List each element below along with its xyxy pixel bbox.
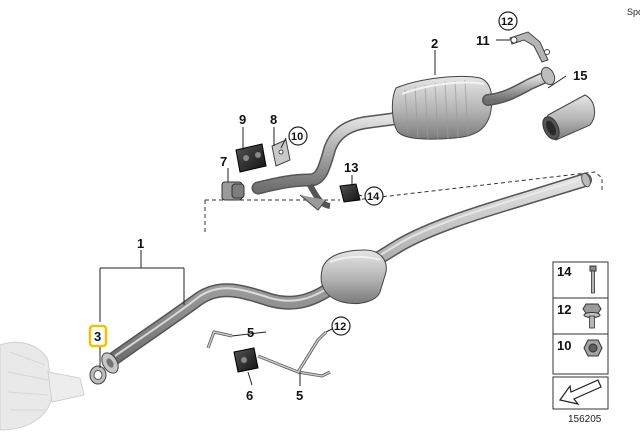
arrow-icon: [558, 379, 602, 405]
callout-label: 15: [573, 68, 587, 83]
callout-1: 1: [137, 236, 144, 251]
catalytic-converter: [320, 249, 387, 305]
diagram-number: 156205: [568, 414, 602, 425]
rear-muffler: [391, 76, 493, 140]
callout-9: 9: [239, 112, 246, 127]
callout-5-upper: 5: [247, 325, 254, 340]
bracket-8: [271, 139, 291, 167]
callout-label: 7: [220, 154, 227, 169]
callout-15: 15: [573, 68, 587, 83]
callout-14-circled: 14: [364, 186, 384, 206]
callout-6: 6: [246, 388, 253, 403]
callout-label: 8: [270, 112, 277, 127]
legend-row-10: 10: [557, 338, 603, 357]
fastener-legend: 14 12 10: [552, 261, 609, 375]
legend-row-12: 12: [557, 302, 602, 329]
callout-5-lower: 5: [296, 388, 303, 403]
engine-manifold-ghost: [0, 341, 85, 431]
direction-arrow-box: [552, 376, 609, 410]
hex-nut-icon: [583, 339, 603, 357]
callout-11: 11: [476, 33, 490, 48]
front-pipe-assembly: [0, 172, 592, 431]
callout-10-circled: 10: [288, 126, 308, 146]
callout-3-highlighted[interactable]: 3: [88, 324, 108, 348]
callout-label: 5: [296, 388, 303, 403]
callout-label: 6: [246, 388, 253, 403]
callout-label: 14: [367, 191, 380, 203]
callout-8: 8: [270, 112, 277, 127]
rubber-hanger-6: [233, 347, 259, 373]
callout-label: 9: [239, 112, 246, 127]
gasket-ring: [89, 365, 107, 385]
callout-label: 3: [94, 329, 101, 344]
callout-12-circled-upper: 12: [498, 11, 518, 31]
legend-label: 14: [557, 264, 572, 279]
callout-label: 12: [501, 16, 513, 28]
rear-pipe-assembly: [204, 31, 603, 232]
legend-label: 12: [557, 302, 571, 317]
rubber-mount-13: [339, 183, 361, 203]
tailpipe-tip: [542, 94, 596, 141]
callout-label: 13: [344, 160, 358, 175]
legend-row-14: 14: [557, 264, 597, 294]
corner-text: Spo: [627, 7, 640, 17]
callout-13: 13: [344, 160, 358, 175]
hanger-bracket-5: [206, 330, 331, 378]
callout-2: 2: [431, 36, 438, 51]
rubber-hanger-9: [235, 143, 267, 173]
callout-label: 1: [137, 236, 144, 251]
callout-label: 11: [476, 33, 490, 48]
front-flange: [101, 352, 119, 374]
rubber-mount-7: [221, 181, 245, 201]
bolt-icon: [589, 265, 597, 294]
callout-label: 5: [247, 325, 254, 340]
callout-label: 2: [431, 36, 438, 51]
callout-label: 12: [334, 321, 346, 333]
callout-12-circled-lower: 12: [331, 316, 351, 336]
rear-hanger-bracket: [509, 31, 550, 63]
hex-bolt-washer-icon: [582, 303, 602, 329]
callout-7: 7: [220, 154, 227, 169]
callout-label: 10: [291, 131, 303, 143]
leader-lines: [99, 39, 567, 386]
legend-label: 10: [557, 338, 571, 353]
